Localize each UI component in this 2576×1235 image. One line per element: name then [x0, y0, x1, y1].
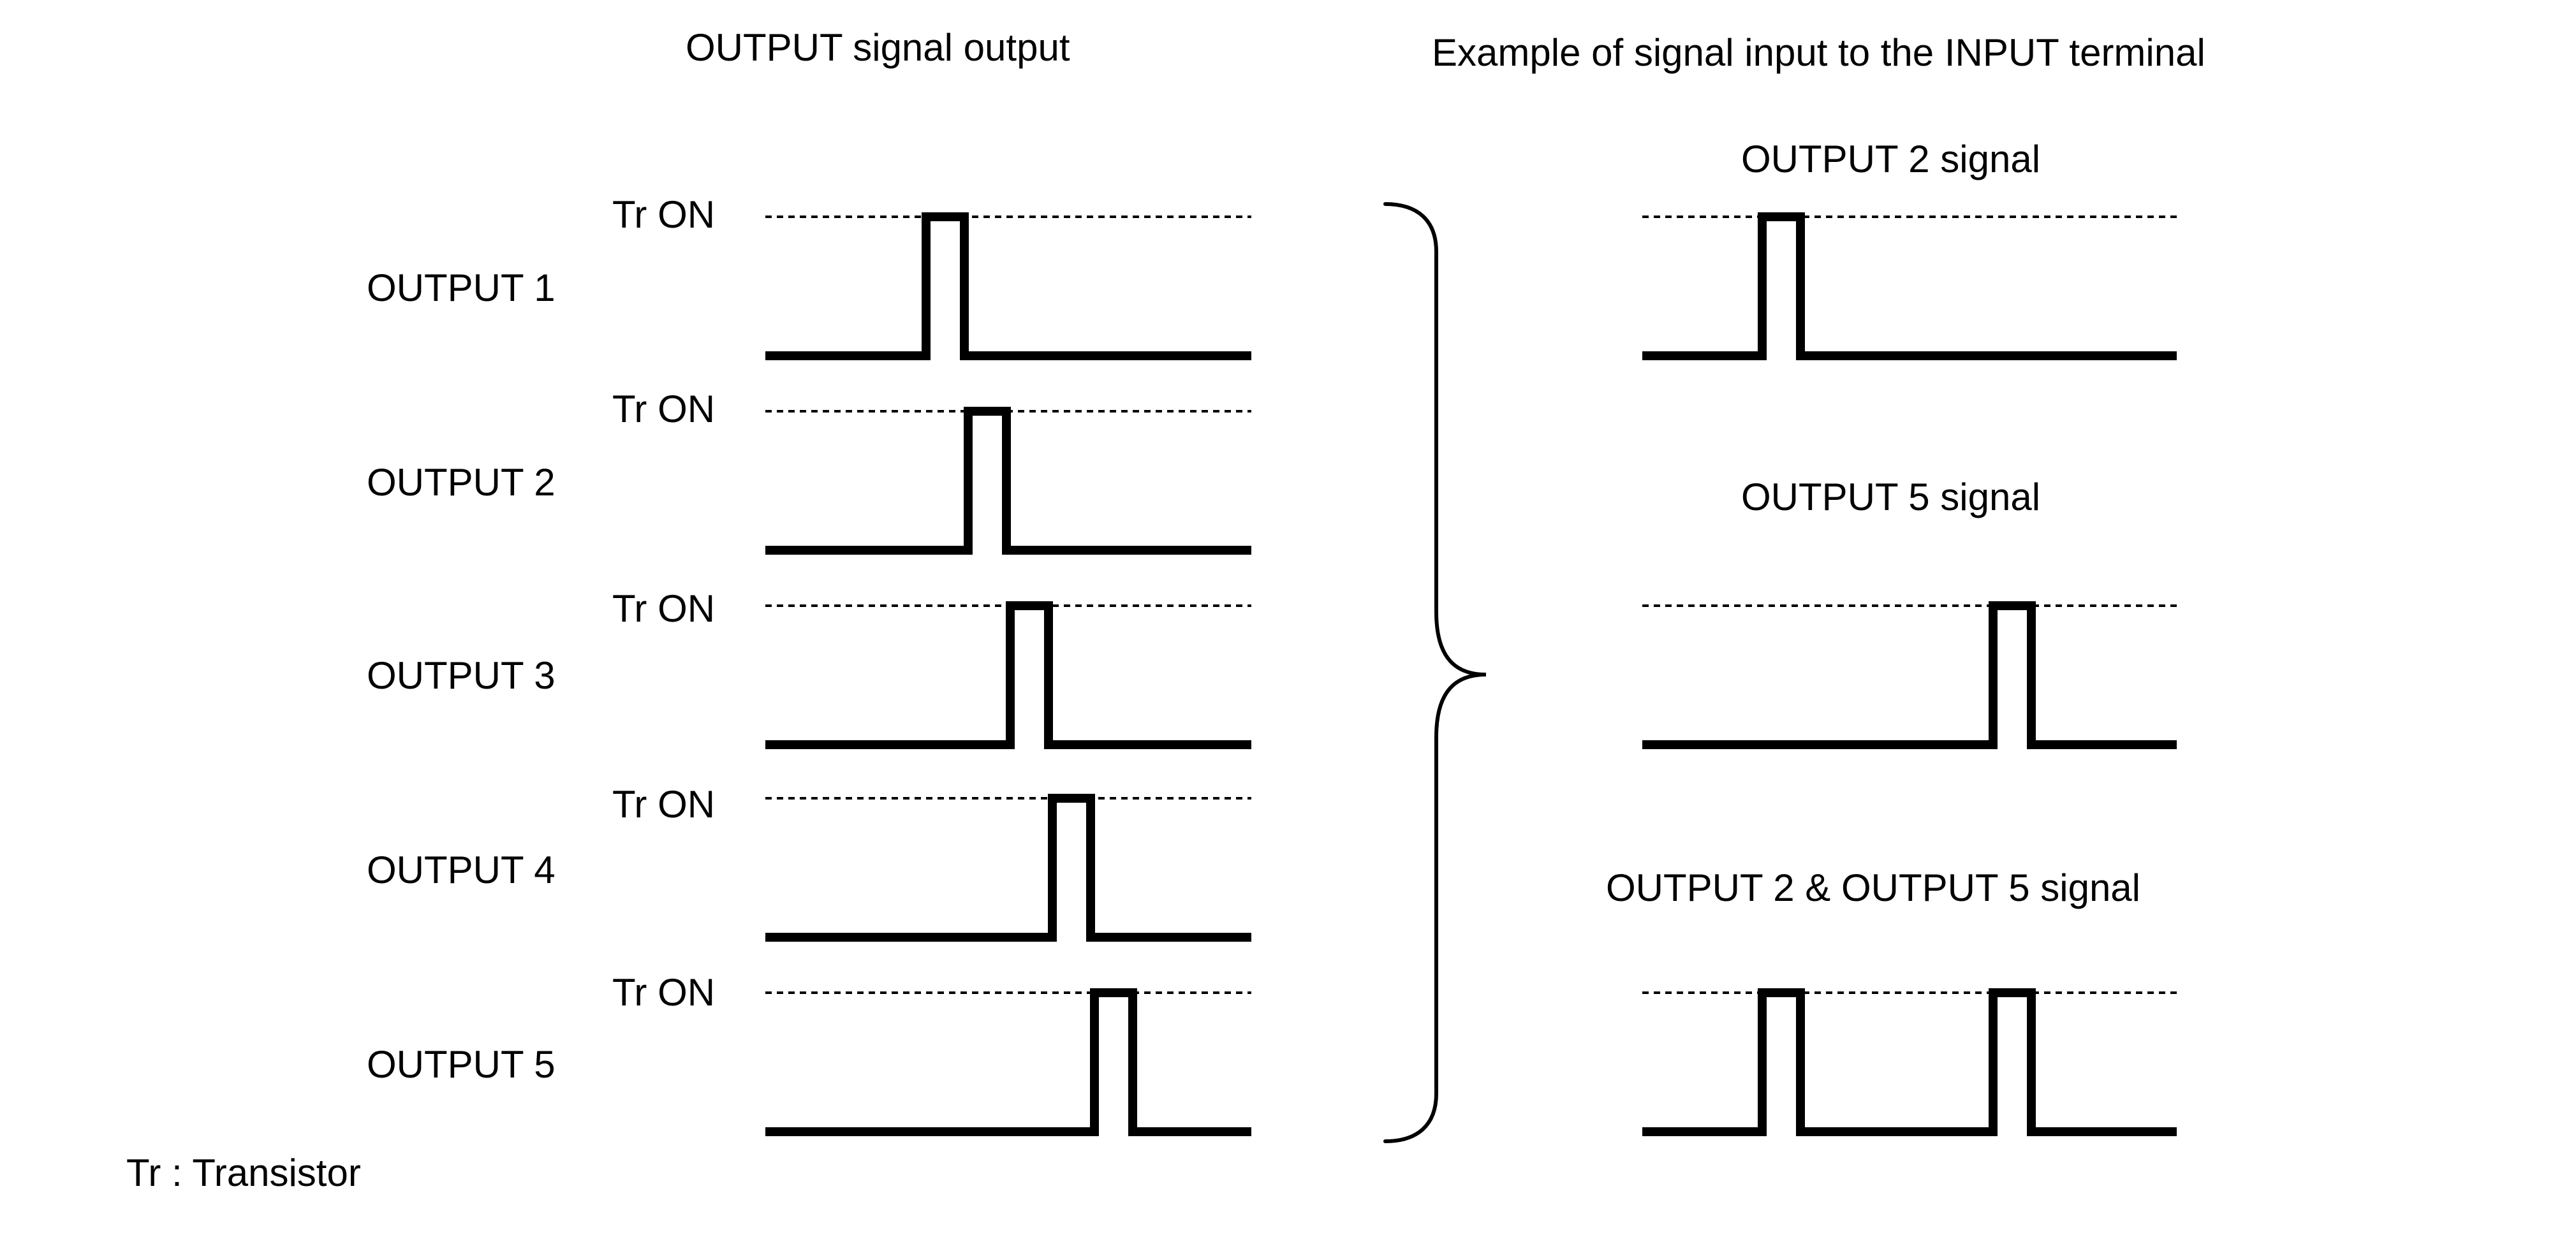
right-header: Example of signal input to the INPUT ter… — [1432, 31, 2205, 74]
output-row-4: OUTPUT 4 Tr ON — [367, 783, 1251, 942]
example-output-2-waveform — [1642, 212, 2177, 360]
output-5-label: OUTPUT 5 — [367, 1043, 556, 1086]
output-row-1: OUTPUT 1 Tr ON — [367, 193, 1251, 360]
example-output-5-title: OUTPUT 5 signal — [1741, 476, 2040, 518]
example-output-2: OUTPUT 2 signal — [1642, 138, 2177, 360]
curly-brace — [1383, 202, 1487, 1143]
example-output-2-and-5: OUTPUT 2 & OUTPUT 5 signal — [1606, 866, 2177, 1136]
output-5-waveform — [765, 988, 1251, 1136]
output-2-tr-on-label: Tr ON — [612, 388, 715, 430]
output-2-waveform — [765, 407, 1251, 555]
example-output-2-and-5-title: OUTPUT 2 & OUTPUT 5 signal — [1606, 866, 2140, 909]
output-4-label: OUTPUT 4 — [367, 849, 556, 891]
output-3-waveform — [765, 601, 1251, 749]
output-2-label: OUTPUT 2 — [367, 461, 556, 504]
output-3-label: OUTPUT 3 — [367, 654, 556, 697]
output-row-5: OUTPUT 5 Tr ON — [367, 971, 1251, 1136]
example-output-2-title: OUTPUT 2 signal — [1741, 138, 2040, 180]
example-output-2-and-5-waveform — [1642, 988, 2177, 1136]
output-row-2: OUTPUT 2 Tr ON — [367, 388, 1251, 555]
output-1-label: OUTPUT 1 — [367, 267, 556, 309]
output-4-waveform — [765, 794, 1251, 942]
output-1-waveform — [765, 212, 1251, 360]
output-5-tr-on-label: Tr ON — [612, 971, 715, 1014]
output-row-3: OUTPUT 3 Tr ON — [367, 587, 1251, 749]
footnote: Tr : Transistor — [126, 1151, 361, 1194]
output-4-tr-on-label: Tr ON — [612, 783, 715, 826]
output-3-tr-on-label: Tr ON — [612, 587, 715, 630]
example-output-5-waveform — [1642, 601, 2177, 749]
left-header: OUTPUT signal output — [686, 26, 1070, 69]
output-1-tr-on-label: Tr ON — [612, 193, 715, 236]
example-output-5: OUTPUT 5 signal — [1642, 476, 2177, 749]
